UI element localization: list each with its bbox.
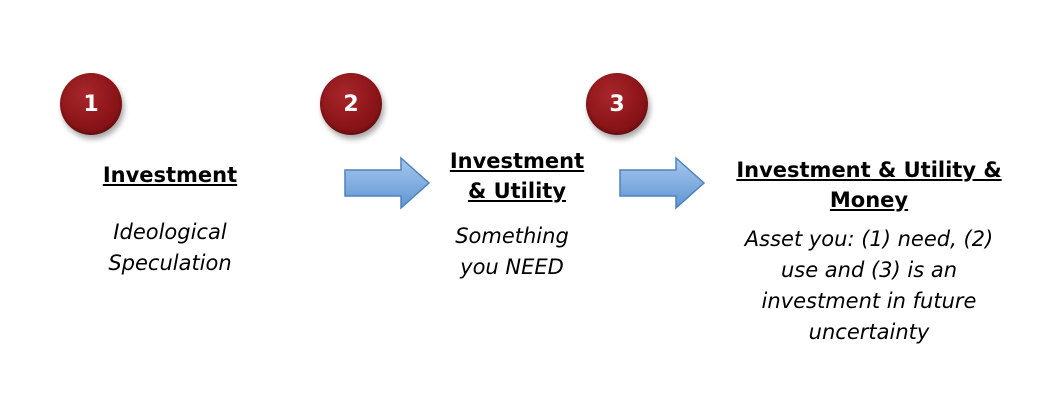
step-3-title-line-2: Money (829, 188, 909, 212)
step-2-description: Something you NEED (422, 221, 602, 283)
step-3-description-line-4: uncertainty (808, 320, 930, 344)
step-3-description-line-2: use and (3) is an (780, 258, 958, 282)
step-3-description-line-1: Asset you: (1) need, (2) (744, 227, 994, 251)
step-3-badge: 3 (586, 73, 648, 135)
step-2-title-line-2: & Utility (467, 179, 567, 203)
step-1-badge: 1 (60, 73, 122, 135)
step-2-badge: 2 (320, 73, 382, 135)
step-2-title: Investment & Utility (432, 146, 602, 206)
step-3-description: Asset you: (1) need, (2) use and (3) is … (718, 224, 1020, 348)
step-3-description-line-3: investment in future (761, 289, 977, 313)
step-1-title: Investment (70, 160, 270, 190)
step-3-title: Investment & Utility & Money (718, 155, 1020, 215)
step-2-description-line-2: you NEED (460, 255, 564, 279)
step-1-description-line-2: Speculation (108, 251, 232, 275)
right-arrow-icon (344, 156, 431, 210)
step-1-description-line-1: Ideological (113, 220, 227, 244)
step-1-title-line-1: Investment (102, 163, 238, 187)
step-3-title-line-1: Investment & Utility & (736, 158, 1002, 182)
step-2-description-line-1: Something (455, 224, 569, 248)
right-arrow-icon (619, 156, 706, 210)
step-1-description: Ideological Speculation (70, 217, 270, 279)
step-2-title-line-1: Investment (449, 149, 585, 173)
